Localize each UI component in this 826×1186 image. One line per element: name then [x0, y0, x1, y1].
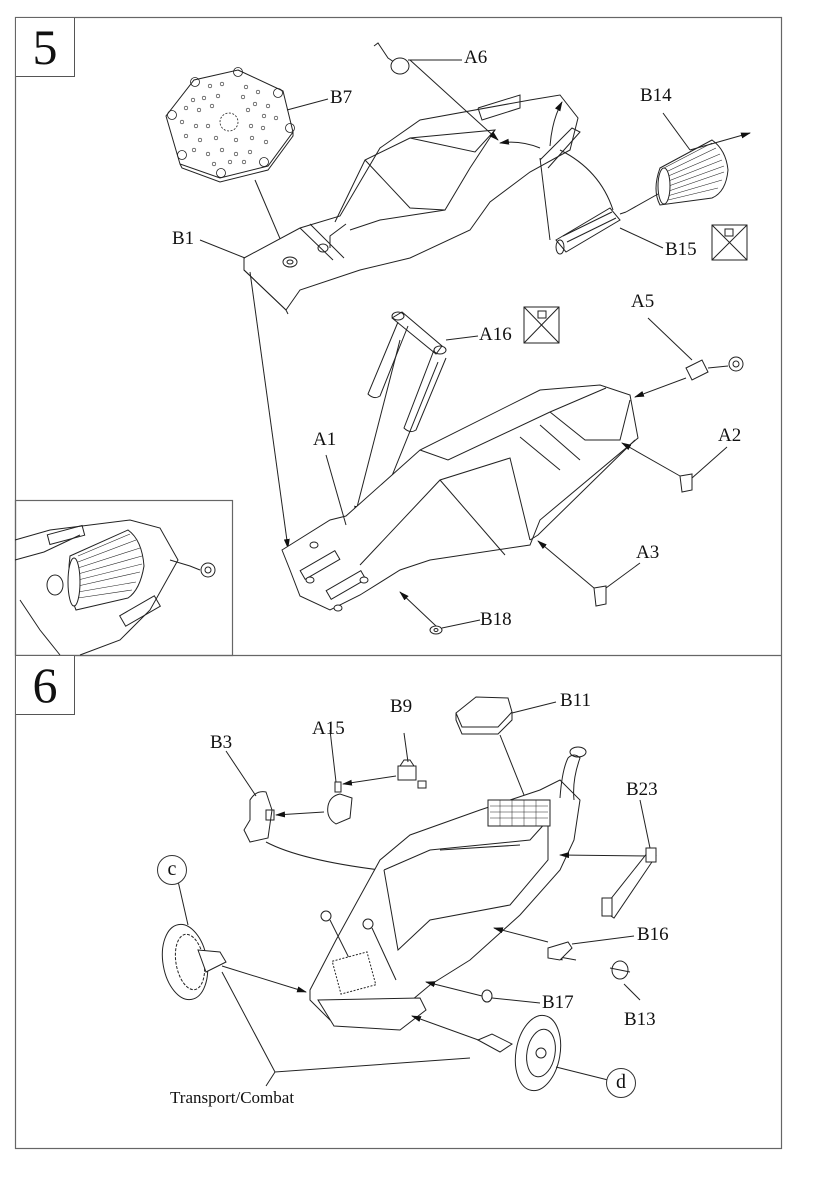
inset-detail-drawing — [14, 519, 216, 656]
do-not-glue-symbol-1 — [711, 224, 748, 261]
part-b1-drawing — [199, 59, 614, 549]
part-label-b1: B1 — [172, 228, 195, 249]
part-label-b23: B23 — [626, 779, 658, 800]
part-label-b13: B13 — [624, 1009, 656, 1030]
part-label-a16: A16 — [479, 324, 512, 345]
part-label-a1: A1 — [313, 429, 337, 450]
part-b18-drawing — [399, 591, 481, 635]
caption-leaders — [221, 971, 471, 1087]
step-number-5: 5 — [16, 18, 75, 77]
part-label-b11: B11 — [560, 690, 591, 711]
part-a16-drawing — [354, 311, 479, 541]
part-label-b7: B7 — [330, 87, 353, 108]
wheel-c-drawing — [161, 880, 227, 1001]
part-label-b14: B14 — [640, 85, 672, 106]
chassis-drawing — [221, 746, 653, 1047]
part-b23-drawing — [601, 799, 657, 919]
part-a2-drawing — [621, 442, 728, 493]
part-label-a5: A5 — [631, 291, 655, 312]
part-a15-drawing — [275, 729, 353, 825]
do-not-glue-symbol-2 — [523, 306, 560, 344]
part-b17-drawing — [481, 989, 541, 1004]
part-label-b15: B15 — [665, 239, 697, 260]
subassembly-marker-c: c — [157, 855, 187, 885]
part-label-b9: B9 — [390, 696, 413, 717]
part-b14-drawing — [625, 112, 751, 213]
part-b15-drawing — [555, 207, 664, 255]
part-a6-drawing — [373, 42, 462, 75]
step-number-6: 6 — [16, 656, 75, 715]
part-label-b17: B17 — [542, 992, 574, 1013]
part-a1-drawing — [281, 384, 639, 612]
part-label-b18: B18 — [480, 609, 512, 630]
subassembly-marker-d: d — [606, 1068, 636, 1098]
part-label-a15: A15 — [312, 718, 345, 739]
part-b9-drawing — [342, 732, 427, 789]
part-b16-drawing — [547, 935, 635, 961]
part-a3-drawing — [537, 540, 641, 607]
part-b7-drawing — [165, 67, 329, 263]
part-a5-drawing — [634, 317, 744, 398]
part-label-a2: A2 — [718, 425, 742, 446]
wheel-d-drawing — [476, 1014, 609, 1092]
part-label-a3: A3 — [636, 542, 660, 563]
part-label-a6: A6 — [464, 47, 488, 68]
part-label-b16: B16 — [637, 924, 669, 945]
frame — [14, 16, 783, 1150]
inset-frame — [14, 499, 234, 657]
caption-transport-combat: Transport/Combat — [170, 1088, 295, 1107]
part-b13-drawing — [609, 960, 641, 1001]
part-label-b3: B3 — [210, 732, 233, 753]
